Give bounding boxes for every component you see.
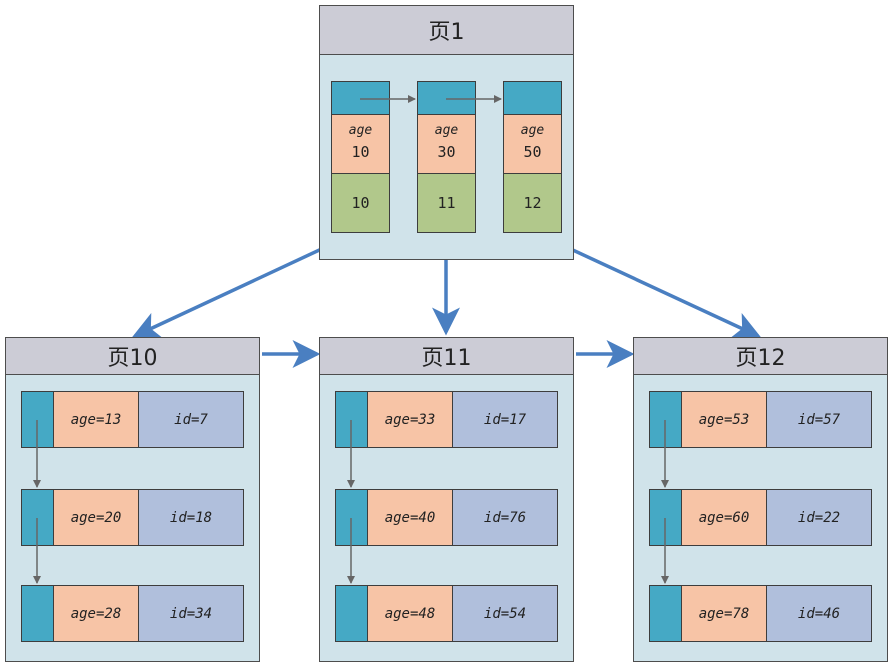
root-entry-3-key-value: 50 xyxy=(523,143,542,161)
leaf-page-10-row-3-age: age=28 xyxy=(53,585,139,642)
root-entry-2-child-page: 11 xyxy=(417,173,476,233)
leaf-page-11-row-3-id: id=54 xyxy=(452,585,558,642)
root-entry-1-pointer xyxy=(331,81,390,115)
leaf-page-12-row-3-id: id=46 xyxy=(766,585,872,642)
leaf-page-12-row-1-age: age=53 xyxy=(681,391,767,448)
root-entry-2-key: age 30 xyxy=(417,114,476,174)
leaf-page-10-row-links xyxy=(33,420,41,584)
root-page: 页1 age 10 10 age 30 11 age 50 12 xyxy=(319,5,574,260)
root-entry-3-key-label: age xyxy=(520,123,545,138)
leaf-page-10-row-1-id: id=7 xyxy=(138,391,244,448)
leaf-page-12-row-2-age: age=60 xyxy=(681,489,767,546)
leaf-page-12-title: 页12 xyxy=(634,338,887,375)
leaf-page-10-row-3-pointer xyxy=(21,585,54,642)
leaf-page-11: 页11 age=33 id=17 age=40 id=76 age=48 id=… xyxy=(319,337,574,662)
leaf-page-11-row-links xyxy=(347,420,355,584)
root-entry-1-child-page: 10 xyxy=(331,173,390,233)
leaf-page-10-row-3-id: id=34 xyxy=(138,585,244,642)
root-entry-2-pointer xyxy=(417,81,476,115)
leaf-page-11-title: 页11 xyxy=(320,338,573,375)
root-entry-3-child-page: 12 xyxy=(503,173,562,233)
root-entry-2-key-value: 30 xyxy=(437,143,456,161)
leaf-page-11-row-3-age: age=48 xyxy=(367,585,453,642)
leaf-page-10-row-2-age: age=20 xyxy=(53,489,139,546)
root-entry-2-key-label: age xyxy=(434,123,459,138)
root-entry-3-pointer xyxy=(503,81,562,115)
leaf-page-11-row-2-id: id=76 xyxy=(452,489,558,546)
leaf-page-11-row-3-pointer xyxy=(335,585,368,642)
root-entry-1-key-label: age xyxy=(348,123,373,138)
leaf-page-12-row-2-id: id=22 xyxy=(766,489,872,546)
leaf-page-11-row-2-age: age=40 xyxy=(367,489,453,546)
leaf-page-12-row-1-id: id=57 xyxy=(766,391,872,448)
leaf-page-12-row-3-age: age=78 xyxy=(681,585,767,642)
root-entry-1-key: age 10 xyxy=(331,114,390,174)
leaf-page-12: 页12 age=53 id=57 age=60 id=22 age=78 id=… xyxy=(633,337,888,662)
root-page-title: 页1 xyxy=(320,6,573,55)
root-entry-3-key: age 50 xyxy=(503,114,562,174)
leaf-page-10-title: 页10 xyxy=(6,338,259,375)
leaf-page-12-row-links xyxy=(661,420,669,584)
root-entry-1-key-value: 10 xyxy=(351,143,370,161)
leaf-page-10-row-1-age: age=13 xyxy=(53,391,139,448)
root-link-arrows xyxy=(360,95,502,103)
leaf-page-11-row-1-age: age=33 xyxy=(367,391,453,448)
leaf-page-10-row-2-id: id=18 xyxy=(138,489,244,546)
leaf-page-10: 页10 age=13 id=7 age=20 id=18 age=28 id=3… xyxy=(5,337,260,662)
leaf-page-11-row-1-id: id=17 xyxy=(452,391,558,448)
